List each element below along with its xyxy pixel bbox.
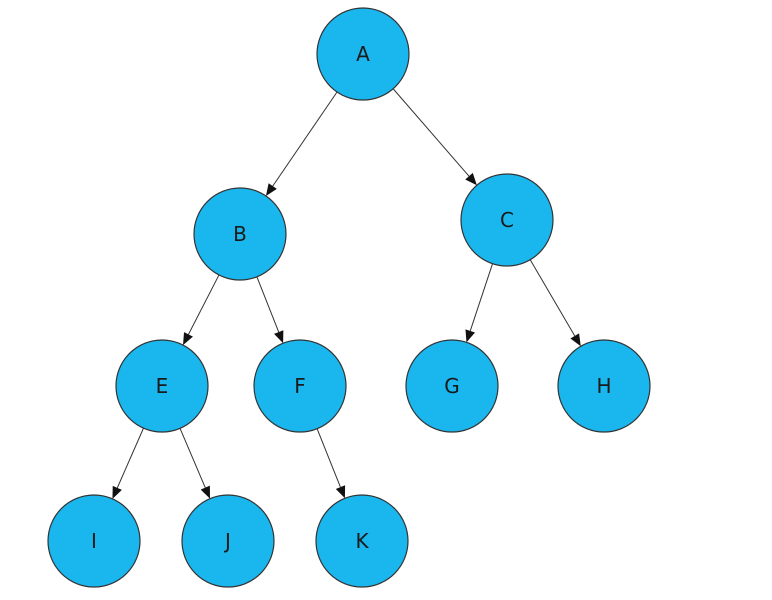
- edge-B-F: [256, 276, 284, 344]
- edge-B-E: [183, 274, 220, 346]
- edges-layer: [112, 88, 581, 499]
- node-label-C: C: [500, 208, 514, 232]
- edge-line-F-K: [316, 428, 341, 488]
- edge-A-C: [392, 88, 477, 186]
- node-circle-C: [460, 173, 554, 267]
- node-circle-H: [557, 339, 651, 433]
- arrow-head-F-K: [335, 485, 346, 499]
- node-circle-E: [115, 339, 209, 433]
- node-circle-B: [193, 187, 287, 281]
- node-H: H: [557, 339, 651, 433]
- edge-line-E-J: [179, 428, 206, 488]
- edge-line-E-I: [116, 427, 144, 489]
- node-label-J: J: [223, 529, 231, 553]
- edge-line-B-E: [188, 274, 220, 335]
- node-label-B: B: [233, 222, 247, 246]
- node-label-H: H: [596, 374, 611, 398]
- edge-line-A-B: [272, 91, 338, 187]
- node-C: C: [460, 173, 554, 267]
- nodes-layer: A B C E F G H I J K: [47, 7, 651, 588]
- node-I: I: [47, 494, 141, 588]
- node-A: A: [316, 7, 410, 101]
- node-circle-J: [181, 494, 275, 588]
- node-circle-A: [316, 7, 410, 101]
- node-F: F: [253, 339, 347, 433]
- node-label-A: A: [356, 42, 370, 66]
- edge-E-J: [179, 428, 210, 499]
- arrow-head-C-G: [465, 329, 475, 343]
- node-label-E: E: [156, 374, 169, 398]
- node-circle-G: [405, 339, 499, 433]
- node-label-K: K: [355, 529, 369, 553]
- arrow-head-B-E: [183, 332, 193, 346]
- arrow-head-E-I: [112, 485, 122, 499]
- arrow-head-B-F: [274, 330, 284, 344]
- node-E: E: [115, 339, 209, 433]
- edge-C-G: [465, 263, 494, 343]
- node-circle-K: [315, 494, 409, 588]
- edge-E-I: [112, 427, 144, 499]
- node-label-G: G: [444, 374, 460, 398]
- node-G: G: [405, 339, 499, 433]
- node-B: B: [193, 187, 287, 281]
- edge-A-B: [265, 91, 338, 197]
- edge-line-A-C: [392, 88, 470, 177]
- arrow-head-C-H: [570, 333, 581, 347]
- edge-line-C-H: [529, 259, 576, 337]
- node-circle-I: [47, 494, 141, 588]
- arrow-head-A-B: [265, 183, 277, 197]
- node-K: K: [315, 494, 409, 588]
- arrow-head-A-C: [465, 172, 477, 186]
- node-label-I: I: [91, 529, 97, 553]
- edge-F-K: [316, 428, 346, 499]
- edge-C-H: [529, 259, 581, 347]
- edge-line-C-G: [469, 263, 494, 332]
- node-circle-F: [253, 339, 347, 433]
- node-J: J: [181, 494, 275, 588]
- arrow-head-E-J: [200, 485, 210, 499]
- node-label-F: F: [294, 374, 306, 398]
- edge-line-B-F: [256, 276, 280, 333]
